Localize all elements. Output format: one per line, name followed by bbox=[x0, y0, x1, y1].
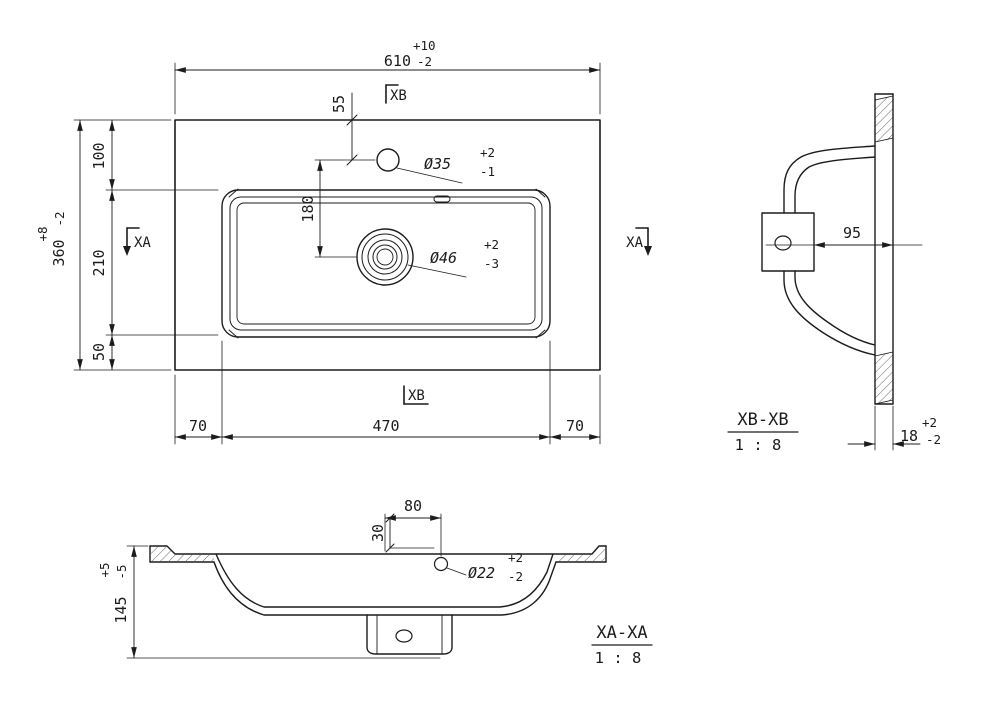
section-xa-view: 80 30 Ø22 +2 -2 145 -5 +5 XA-XA 1 : 8 bbox=[97, 497, 653, 667]
drain-tol-minus: -3 bbox=[484, 256, 499, 271]
xa-hatch-left bbox=[151, 547, 214, 561]
xa-hatch-right bbox=[557, 547, 605, 561]
section-marker-xa-left: XA bbox=[123, 227, 151, 256]
basin-floor-edge bbox=[236, 202, 536, 325]
xa-section-title: XA-XA bbox=[596, 623, 647, 643]
xa-dim-30: 30 bbox=[369, 513, 435, 553]
xa-depth-tol-plus: +5 bbox=[97, 562, 112, 577]
faucet-tol-plus: +2 bbox=[480, 145, 495, 160]
dim-faucet-offset: 55 bbox=[314, 92, 376, 166]
dim-width: 610 +10 -2 bbox=[174, 38, 601, 115]
xb-top-label: XB bbox=[390, 88, 407, 104]
plan-dim-70-right: 70 bbox=[566, 417, 584, 435]
xb-thickness-tol-minus: -2 bbox=[926, 432, 941, 447]
xb-thickness-value: 18 bbox=[900, 427, 918, 445]
section-marker-xb-bottom: XB bbox=[403, 385, 429, 405]
plan-view: 610 +10 -2 360 -2 +8 100 210 50 55 bbox=[35, 38, 652, 445]
xb-dim-thickness: 18 +2 -2 bbox=[847, 405, 941, 451]
basin-corner-ticks bbox=[228, 188, 546, 339]
plan-height-tol-plus: +8 bbox=[35, 226, 50, 241]
plan-height-value: 360 bbox=[50, 239, 68, 266]
overflow-slot bbox=[433, 195, 451, 203]
xb-section-label: XB-XB 1 : 8 bbox=[727, 410, 799, 454]
dim-bottom-chain: 70 470 70 bbox=[174, 340, 601, 445]
dim-height: 360 -2 +8 bbox=[35, 119, 172, 371]
xa-hole-tol-minus: -2 bbox=[508, 569, 523, 584]
plan-dim-100: 100 bbox=[90, 142, 108, 169]
plan-dim-470: 470 bbox=[372, 417, 399, 435]
xa-hole-label: Ø22 bbox=[468, 564, 495, 582]
xb-hatch-top bbox=[874, 95, 894, 143]
xa-depth-value: 145 bbox=[112, 596, 130, 623]
drain-tol-plus: +2 bbox=[484, 237, 499, 252]
xb-section-scale: 1 : 8 bbox=[735, 436, 782, 454]
plan-width-tol-minus: -2 bbox=[417, 54, 432, 69]
plan-height-tol-minus: -2 bbox=[52, 211, 67, 226]
drain-dia-label: Ø46 bbox=[430, 249, 457, 267]
faucet-dia-label: Ø35 bbox=[424, 155, 451, 173]
xa-dim-80: 80 bbox=[384, 497, 442, 557]
xb-dim-95-value: 95 bbox=[843, 224, 861, 242]
xa-basin-profile bbox=[149, 545, 607, 616]
xa-dim-depth: 145 -5 +5 bbox=[97, 545, 441, 659]
xa-drain-boss bbox=[366, 614, 453, 655]
faucet-tol-minus: -1 bbox=[480, 164, 495, 179]
xb-thickness-tol-plus: +2 bbox=[922, 415, 937, 430]
plan-dim-210: 210 bbox=[90, 249, 108, 276]
xb-basin-profile bbox=[761, 145, 876, 356]
basin-rim-outer bbox=[221, 189, 551, 338]
xa-dim-30-value: 30 bbox=[369, 524, 387, 542]
drain-hole bbox=[356, 228, 414, 286]
xa-section-label: XA-XA 1 : 8 bbox=[591, 623, 653, 667]
drain-callout: Ø46 +2 -3 bbox=[407, 237, 499, 278]
plan-width-value: 610 bbox=[384, 52, 411, 70]
xa-right-label: XA bbox=[626, 235, 643, 251]
faucet-hole bbox=[376, 148, 400, 172]
xb-bottom-label: XB bbox=[408, 388, 425, 404]
xa-left-label: XA bbox=[134, 235, 151, 251]
xa-hole-tol-plus: +2 bbox=[508, 550, 523, 565]
dim-vertical-chain: 100 210 50 bbox=[90, 119, 219, 371]
section-marker-xa-right: XA bbox=[626, 227, 652, 256]
xa-section-scale: 1 : 8 bbox=[595, 649, 642, 667]
plan-dim-180: 180 bbox=[299, 195, 317, 222]
xa-dim-80-value: 80 bbox=[404, 497, 422, 515]
countertop-outline bbox=[174, 119, 601, 371]
basin-rim-inner bbox=[229, 196, 543, 331]
xa-overflow-hole bbox=[433, 556, 449, 572]
section-xb-view: 95 18 +2 -2 XB-XB 1 : 8 bbox=[727, 93, 941, 454]
xa-depth-tol-minus: -5 bbox=[114, 564, 129, 579]
dim-faucet-to-drain: 180 bbox=[299, 159, 357, 258]
faucet-callout: Ø35 +2 -1 bbox=[396, 145, 495, 184]
section-marker-xb-top: XB bbox=[385, 84, 407, 104]
xb-hatch-bottom bbox=[874, 351, 894, 405]
xb-dim-95: 95 bbox=[765, 224, 923, 248]
xb-section-title: XB-XB bbox=[737, 410, 788, 430]
plan-dim-55: 55 bbox=[330, 95, 348, 113]
plan-dim-50: 50 bbox=[90, 343, 108, 361]
plan-width-tol-plus: +10 bbox=[413, 38, 436, 53]
xa-hole-callout: Ø22 +2 -2 bbox=[446, 550, 523, 584]
plan-dim-70-left: 70 bbox=[189, 417, 207, 435]
